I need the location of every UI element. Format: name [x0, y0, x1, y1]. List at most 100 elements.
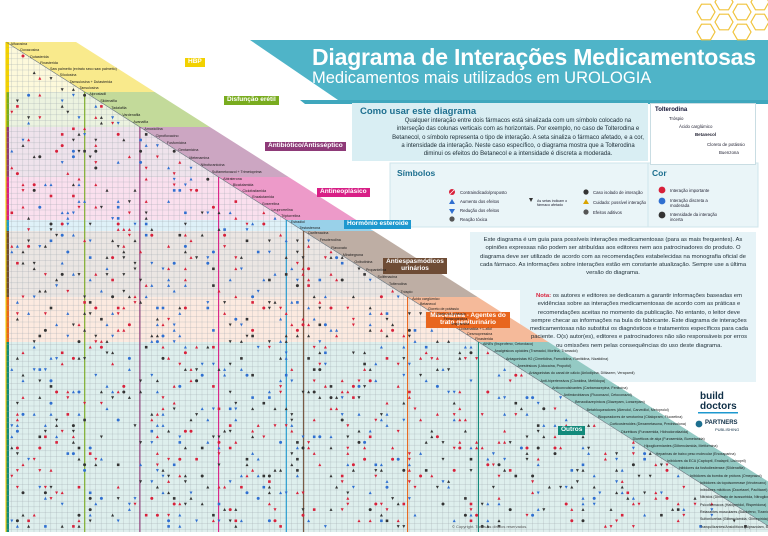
interaction-arrow-icon [290, 429, 294, 433]
interaction-arrow-down-icon [38, 469, 42, 472]
interaction-additive-icon [228, 407, 232, 411]
interaction-arrow-icon [71, 233, 75, 237]
interaction-additive-icon [16, 105, 19, 108]
interaction-arrow-down-icon [99, 435, 103, 439]
interaction-arrow-icon [469, 446, 473, 450]
interaction-arrow-icon [318, 396, 322, 399]
interaction-arrow-icon [150, 340, 154, 343]
interaction-arrow-icon [83, 127, 87, 131]
interaction-contraindicated-icon [60, 272, 64, 276]
interaction-arrow-down-icon [396, 362, 400, 366]
interaction-arrow-icon [441, 368, 445, 371]
drug-name-label: Bicalutamida [232, 183, 254, 188]
interaction-arrow-icon [32, 155, 36, 159]
interaction-additive-icon [38, 368, 42, 371]
interaction-arrow-icon [116, 160, 120, 164]
interaction-arrow-icon [178, 160, 182, 164]
interaction-arrow-icon [267, 491, 271, 495]
drug-name-label: Amoxicilina [144, 127, 163, 131]
interaction-arrow-icon [77, 519, 81, 523]
interaction-contraindicated-icon [279, 440, 283, 444]
interaction-arrow-down-icon [144, 166, 148, 170]
interaction-contraindicated-icon [178, 457, 182, 461]
interaction-arrow-icon [620, 468, 624, 472]
interaction-additive-icon [178, 189, 182, 192]
interaction-arrow-icon [144, 144, 148, 147]
interaction-contraindicated-icon [116, 132, 120, 136]
interaction-additive-icon [256, 250, 260, 254]
interaction-arrow-down-icon [346, 491, 350, 495]
interaction-additive-icon [212, 345, 215, 349]
interaction-arrow-icon [83, 239, 87, 243]
interaction-arrow-icon [49, 183, 53, 187]
interaction-arrow-icon [21, 351, 25, 355]
interaction-arrow-down-icon [150, 480, 154, 484]
drug-name-label: Propantelina [365, 267, 387, 272]
interaction-arrow-icon [234, 440, 238, 444]
interaction-contraindicated-icon [267, 474, 271, 478]
drug-name-label: Gentamicina [178, 148, 199, 153]
interaction-arrow-down-icon [542, 508, 546, 512]
interaction-contraindicated-icon [38, 155, 42, 159]
interaction-arrow-down-icon [211, 435, 215, 439]
interaction-arrow-down-icon [346, 424, 350, 428]
interaction-arrow-icon [279, 379, 283, 383]
arrow-up-icon [449, 199, 455, 204]
interaction-contraindicated-icon [643, 452, 647, 456]
interaction-arrow-icon [167, 480, 171, 483]
interaction-arrow-down-icon [503, 396, 507, 400]
interaction-arrow-down-icon [21, 295, 25, 299]
interaction-additive-icon [363, 362, 366, 366]
interaction-arrow-down-icon [122, 289, 126, 293]
interaction-arrow-icon [592, 474, 596, 478]
interaction-arrow-icon [49, 356, 53, 360]
drug-name-label: Tansulosina [79, 85, 99, 90]
interaction-additive-icon [296, 457, 299, 461]
interaction-arrow-icon [167, 278, 171, 282]
interaction-additive-icon [312, 368, 316, 371]
interaction-additive-icon [172, 463, 176, 467]
interaction-contraindicated-icon [363, 440, 367, 444]
interaction-additive-icon [307, 357, 310, 360]
interaction-arrow-down-icon [491, 452, 495, 456]
interaction-arrow-down-icon [340, 396, 344, 400]
drug-name-label: Fesoterodina [319, 238, 341, 243]
hexagon-decoration [732, 3, 752, 21]
drug-name-label: Fosfomicina [166, 141, 187, 146]
interaction-arrow-icon [161, 412, 165, 416]
interaction-arrow-icon [553, 435, 557, 439]
drug-name-label: Oxibutinina [354, 260, 373, 265]
drug-name-label: Leuprorrelina [271, 207, 293, 212]
symbol-label: Caso isolado de interação [593, 190, 643, 195]
interaction-arrow-down-icon [49, 497, 53, 500]
interaction-arrow-icon [503, 429, 507, 433]
interaction-additive-icon [212, 267, 215, 271]
interaction-arrow-icon [183, 368, 187, 371]
interaction-arrow-down-icon [419, 312, 423, 316]
interaction-arrow-down-icon [732, 519, 736, 523]
interaction-contraindicated-icon [195, 188, 199, 192]
category-label: Outros [558, 426, 586, 435]
interaction-arrow-icon [251, 468, 255, 472]
interaction-arrow-icon [178, 524, 182, 528]
interaction-arrow-icon [447, 485, 451, 489]
interaction-arrow-icon [329, 435, 333, 439]
interaction-additive-icon [200, 446, 204, 450]
interaction-contraindicated-icon [88, 446, 92, 450]
interaction-arrow-icon [77, 412, 81, 416]
interaction-arrow-icon [111, 362, 115, 366]
interaction-arrow-icon [21, 373, 25, 377]
interaction-arrow-icon [139, 390, 143, 394]
interaction-contraindicated-icon [71, 424, 75, 428]
interaction-arrow-icon [587, 452, 591, 455]
interaction-additive-icon [251, 396, 254, 399]
interaction-arrow-icon [340, 379, 344, 383]
interaction-arrow-down-icon [525, 457, 529, 461]
interaction-additive-icon [469, 502, 473, 506]
interaction-arrow-icon [10, 244, 14, 248]
interaction-arrow-down-icon [267, 340, 271, 344]
interaction-arrow-down-icon [133, 261, 137, 265]
info-panel [470, 232, 756, 290]
